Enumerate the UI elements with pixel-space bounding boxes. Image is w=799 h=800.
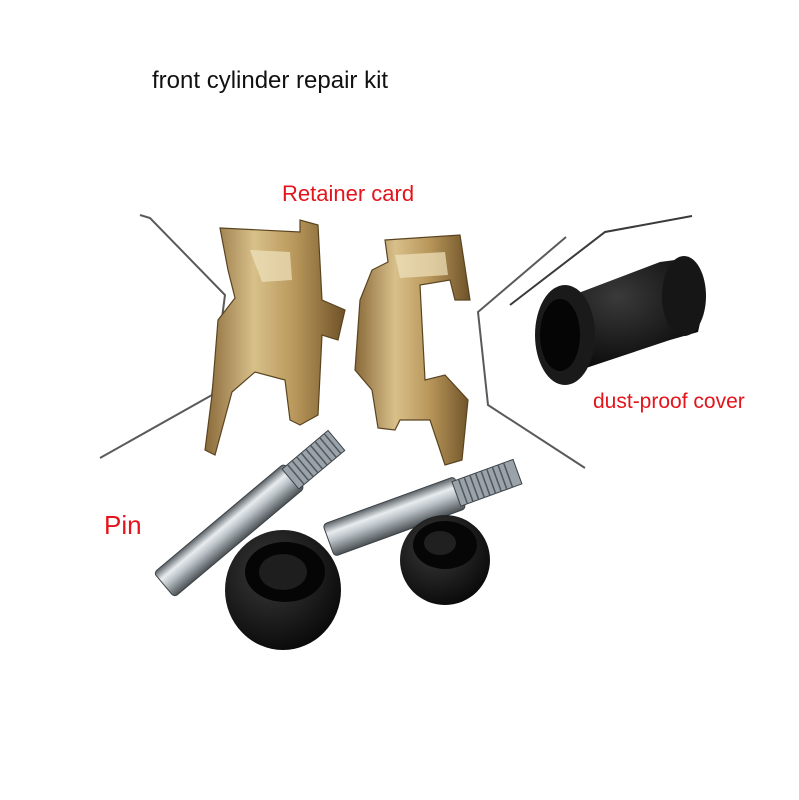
kit-title: front cylinder repair kit [152,67,389,94]
retainer-clip-right [354,234,471,466]
rubber-bushing-small [400,515,490,605]
guide-pin-right [323,458,523,556]
pin-label: Pin [104,510,142,540]
dust-proof-cover-label: dust-proof cover [593,390,745,413]
retainer-card-label: Retainer card [282,181,415,206]
guide-pin-left [154,429,346,597]
left-spring-wire [99,214,227,459]
right-spring-wire [476,215,693,469]
retainer-clip-left [204,219,346,456]
rubber-bushing-large [225,530,341,650]
dust-proof-cover-part [535,256,706,385]
